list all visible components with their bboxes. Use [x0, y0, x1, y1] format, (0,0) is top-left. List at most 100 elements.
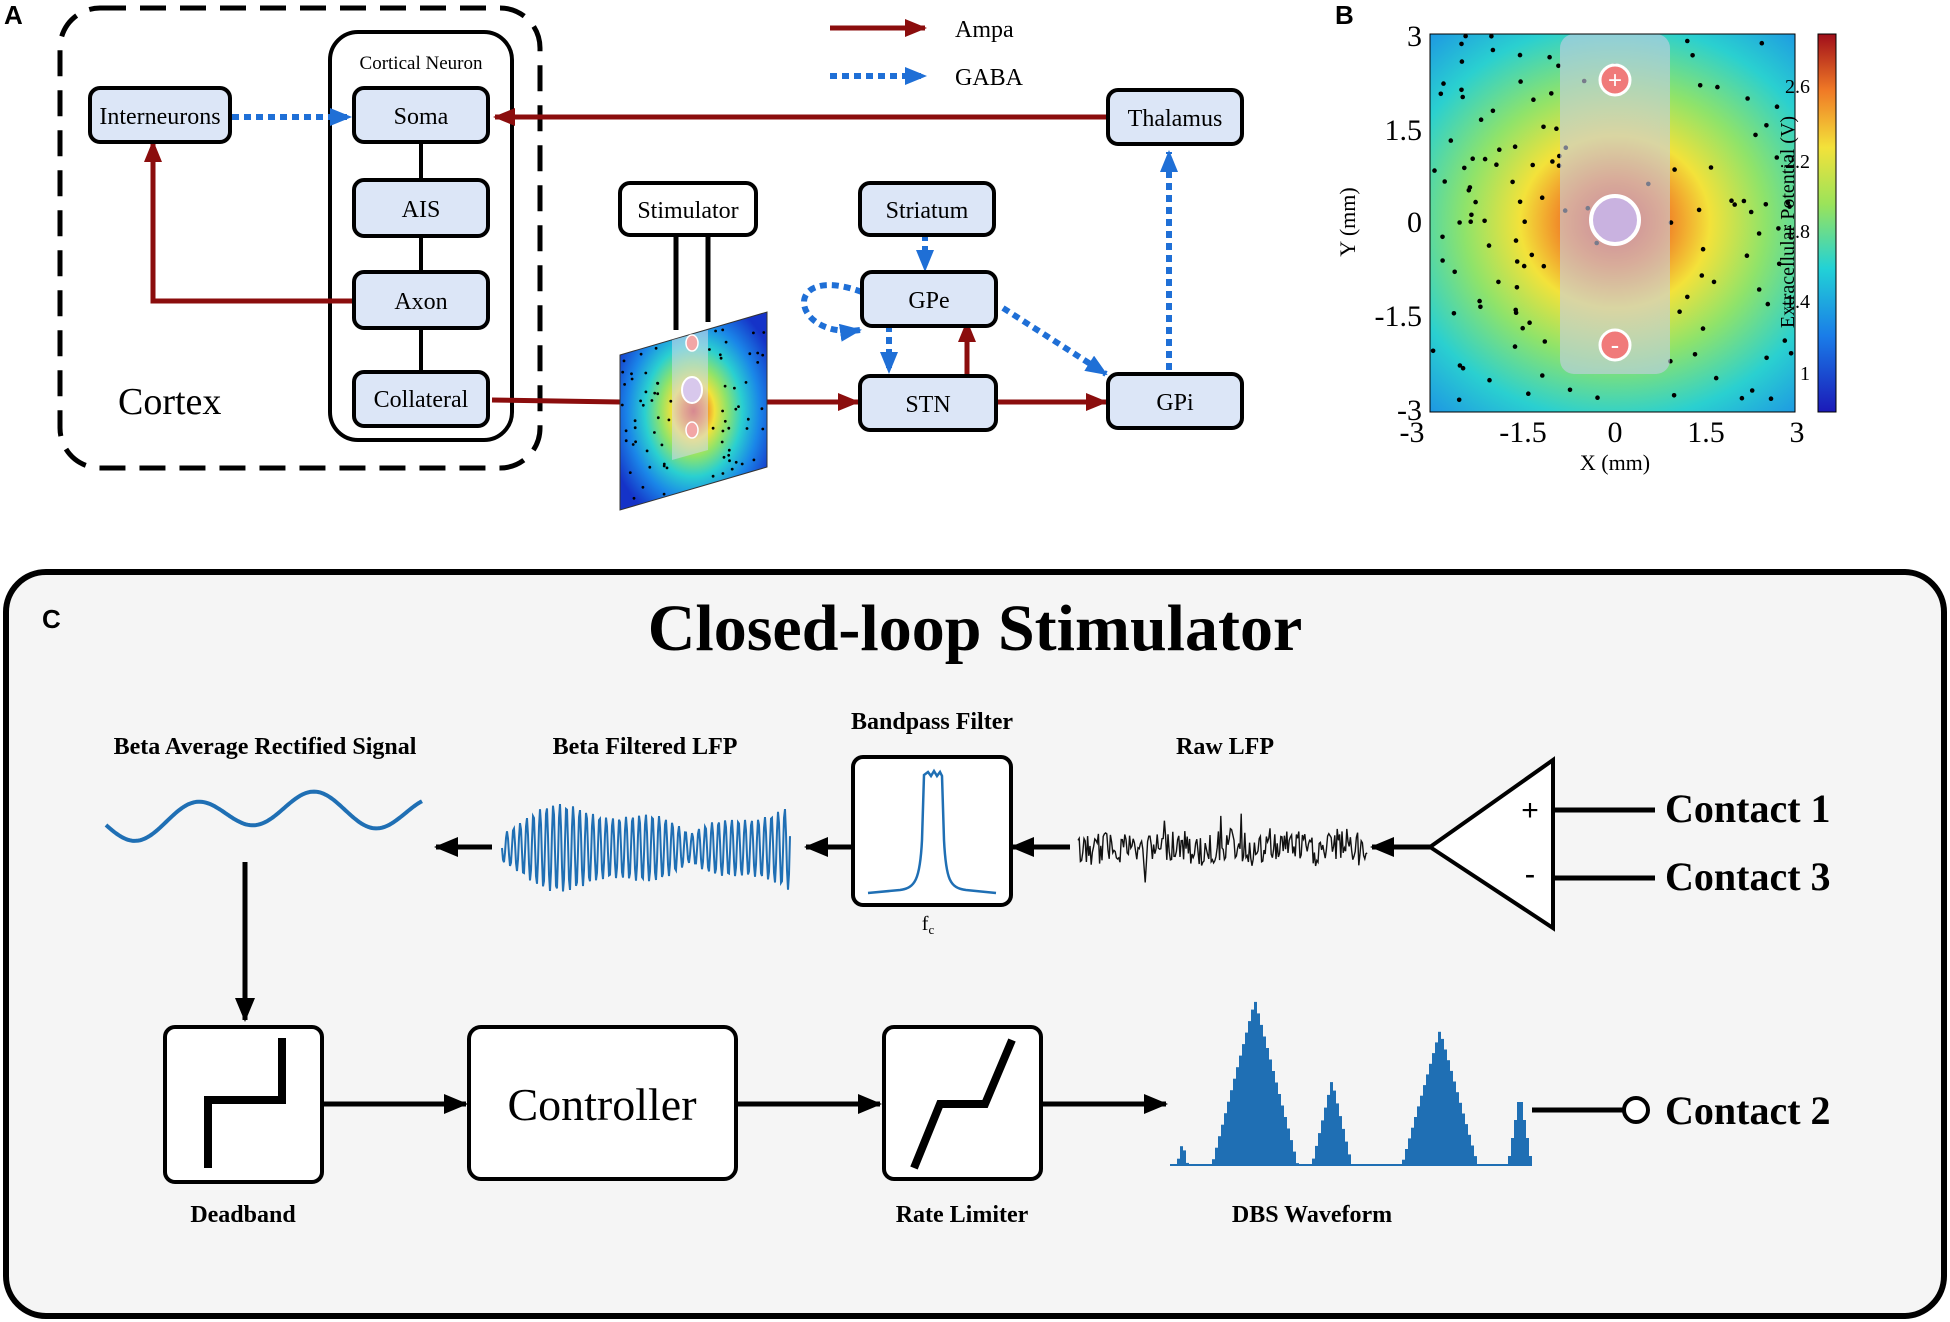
gpe-label: GPe [908, 288, 949, 314]
neuron-dot [1457, 363, 1463, 368]
neuron-dot [1486, 243, 1492, 248]
contact3-label: Contact 3 [1665, 854, 1831, 899]
neuron-dot [1541, 263, 1547, 269]
potential-field-plot: + - [1429, 33, 1796, 413]
neuron-dot [632, 496, 636, 500]
dbs-pulse [1239, 1055, 1242, 1165]
neuron-dot [1452, 269, 1457, 275]
neuron-dot [624, 429, 628, 433]
differential-amplifier: + - [1426, 756, 1555, 932]
neuron-dot [641, 485, 645, 489]
dbs-pulse [1260, 1024, 1263, 1165]
dbs-pulse [1438, 1031, 1441, 1165]
node-stn: STN [858, 374, 998, 432]
neuron-dot [756, 351, 760, 355]
neuron-dot [1466, 188, 1472, 193]
neuron-dot [720, 440, 724, 444]
neuron-dot [1759, 40, 1765, 46]
axon-to-interneurons-arrow [144, 140, 354, 304]
interneurons-label: Interneurons [99, 104, 220, 130]
x-tick: 0 [1608, 416, 1623, 449]
dbs-pulse [1348, 1154, 1351, 1165]
panel-b-letter: B [1335, 0, 1354, 30]
neuron-dot [1448, 138, 1454, 143]
neuron-dot [1685, 294, 1690, 300]
neuron-dot [721, 328, 725, 332]
neuron-dot [1690, 53, 1695, 58]
neuron-dot [662, 492, 666, 496]
neuron-dot [1700, 326, 1706, 331]
neuron-dot [1462, 165, 1467, 171]
neuron-dot [1753, 132, 1758, 138]
dbs-pulse [1339, 1116, 1342, 1165]
neuron-dot [719, 356, 723, 360]
neuron-dot [641, 403, 645, 407]
neuron-dot [1713, 375, 1719, 381]
neuron-dot [711, 474, 715, 478]
dbs-pulse [1183, 1150, 1186, 1165]
dbs-pulse [1257, 1013, 1260, 1165]
neuron-dot [1440, 258, 1445, 263]
neuron-dot [737, 405, 740, 408]
neuron-dot [1520, 325, 1525, 331]
neuron-dot [1513, 238, 1519, 243]
neuron-dot [1459, 87, 1464, 93]
neuron-dot [1776, 226, 1781, 231]
dbs-pulse [1212, 1159, 1215, 1165]
neuron-dot [1696, 207, 1702, 213]
neuron-dot [1489, 34, 1494, 39]
dbs-pulse [1236, 1067, 1239, 1165]
neuron-dot [730, 467, 734, 471]
neuron-dot [624, 439, 628, 443]
neuron-dot [665, 466, 669, 470]
neuron-dot [639, 399, 642, 403]
neuron-dot [761, 427, 765, 431]
neuron-dot [1741, 198, 1747, 204]
bandpass-filter-box: fc [851, 755, 1013, 937]
neuron-dot [1440, 234, 1445, 240]
neuron-dot [727, 448, 731, 452]
neuron-dot [744, 381, 748, 384]
dbs-pulse [1441, 1038, 1444, 1165]
legend: Ampa GABA [830, 17, 1024, 91]
node-thalamus: Thalamus [1106, 88, 1244, 146]
neuron-dot [1708, 165, 1714, 170]
y-tick: -1.5 [1375, 300, 1423, 333]
neuron-dot [723, 384, 727, 388]
collateral-label: Collateral [374, 387, 469, 413]
neuron-dot [1540, 373, 1545, 378]
colorbar-tick: 1.8 [1785, 221, 1810, 243]
amp-plus: + [1521, 794, 1539, 827]
contact1-label: Contact 1 [1665, 786, 1831, 831]
gpe-self-inhibition-arrow [801, 282, 864, 342]
dbs-pulse [1327, 1094, 1330, 1165]
dbs-pulse [1462, 1113, 1465, 1165]
neuron-dot [1671, 393, 1677, 398]
deadband-label: Deadband [190, 1202, 296, 1228]
dbs-pulse [1324, 1107, 1327, 1165]
dbs-pulse [1342, 1128, 1345, 1165]
dbs-pulse [1242, 1044, 1245, 1165]
neuron-dot [1513, 307, 1518, 313]
neuron-dot [1482, 218, 1487, 224]
node-striatum: Striatum [858, 181, 996, 237]
neuron-dot [1478, 304, 1483, 310]
neuron-dot [760, 407, 764, 411]
cortex-label: Cortex [118, 381, 221, 423]
fc-label: fc [922, 913, 935, 937]
dbs-pulse [1333, 1090, 1336, 1165]
neuron-dot [639, 352, 643, 356]
neuron-dot [721, 429, 725, 433]
neuron-dot [1490, 108, 1496, 114]
neuron-dot [631, 443, 635, 446]
colorbar-label: Extracellular Potential (V) [1777, 116, 1799, 328]
neuron-dot [621, 370, 625, 374]
dbs-pulse [1429, 1063, 1432, 1166]
rate-limiter-icon [910, 1038, 1016, 1170]
neuron-dot [1497, 147, 1502, 152]
neuron-dot [634, 440, 637, 444]
dbs-pulse [1281, 1105, 1284, 1165]
neuron-dot [660, 443, 664, 447]
neuron-dot [1531, 97, 1536, 102]
neuron-dot [1595, 395, 1600, 401]
